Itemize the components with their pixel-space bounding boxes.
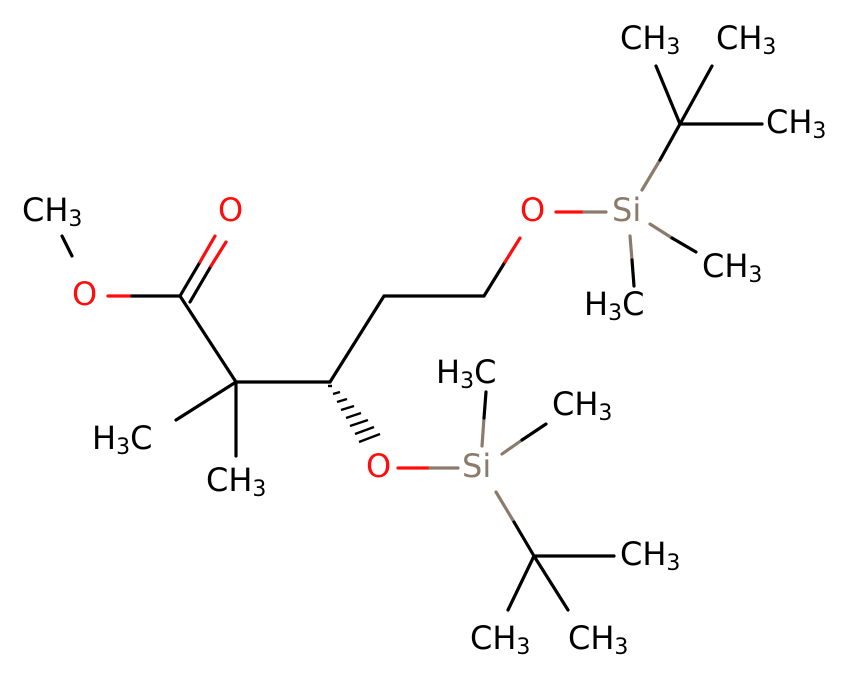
label-si-bot-me1: H3C	[436, 353, 496, 394]
bond-c-o-double-2	[188, 264, 213, 304]
bond-si-top-me1-a	[648, 222, 674, 240]
bond-c-o-double-1	[178, 260, 202, 298]
bond-si-tbu-bot-b	[512, 520, 536, 558]
label-si-bottom: Si	[462, 447, 491, 485]
label-tbu-top-me1: CH3	[620, 19, 680, 60]
bond-ch3-o	[60, 234, 74, 258]
bond-si-tbu-top-b	[658, 122, 682, 162]
label-ether-o-top: O	[520, 191, 545, 229]
label-carbonyl-o: O	[218, 191, 243, 229]
bond-tbu-top-me2	[678, 64, 714, 126]
hashed-wedge	[328, 384, 381, 444]
label-tbu-top-me2: CH3	[716, 19, 776, 60]
bond-si-tbu-top-a	[640, 158, 662, 192]
label-methoxy-ch3: CH3	[22, 191, 82, 232]
atom-labels: CH3 O O O Si CH3 CH3 CH3 CH3 H3C H3C CH3…	[22, 19, 826, 660]
label-si-top-me2: H3C	[584, 285, 644, 326]
label-tbu-bot-me1: CH3	[620, 535, 680, 576]
bond-si-top-me2-b	[630, 258, 636, 288]
label-si-top-me1: CH3	[702, 247, 762, 288]
bond-cstereo-ch2a	[328, 294, 386, 384]
bond-tbu-bot-me2	[506, 554, 536, 612]
bond-tbu-top-me1	[654, 64, 682, 126]
bond-si-top-me1-b	[670, 236, 698, 254]
bond-ch2b-o	[482, 260, 507, 298]
bond-si-bot-me2-a	[500, 438, 524, 456]
bond-si-bot-me2-b	[520, 422, 548, 442]
label-tbu-bot-me2: CH3	[470, 619, 530, 660]
bond-cq-me1	[174, 380, 238, 422]
bond-si-bot-me1-a	[480, 416, 486, 448]
bond-tbu-bot-me3	[532, 554, 570, 612]
bond-ch2b-o-b	[503, 236, 522, 264]
label-methoxy-o: O	[72, 275, 97, 313]
bond-c-o-double-1b	[198, 234, 217, 264]
label-gem-me1: H3C	[92, 419, 152, 460]
label-si-bot-me2: CH3	[552, 385, 612, 426]
label-ether-o-bottom: O	[366, 447, 391, 485]
bonds	[60, 64, 764, 612]
bond-c-o-double-2b	[209, 240, 228, 268]
label-si-top: Si	[612, 191, 641, 229]
bond-si-bot-me1-b	[482, 390, 488, 420]
bond-si-tbu-bot-a	[494, 490, 516, 524]
label-gem-me2: CH3	[206, 461, 266, 502]
bond-c-cq	[178, 294, 238, 384]
bond-si-top-me2-a	[628, 234, 634, 262]
label-tbu-top-me3: CH3	[766, 103, 826, 144]
label-tbu-bot-me3: CH3	[568, 619, 628, 660]
